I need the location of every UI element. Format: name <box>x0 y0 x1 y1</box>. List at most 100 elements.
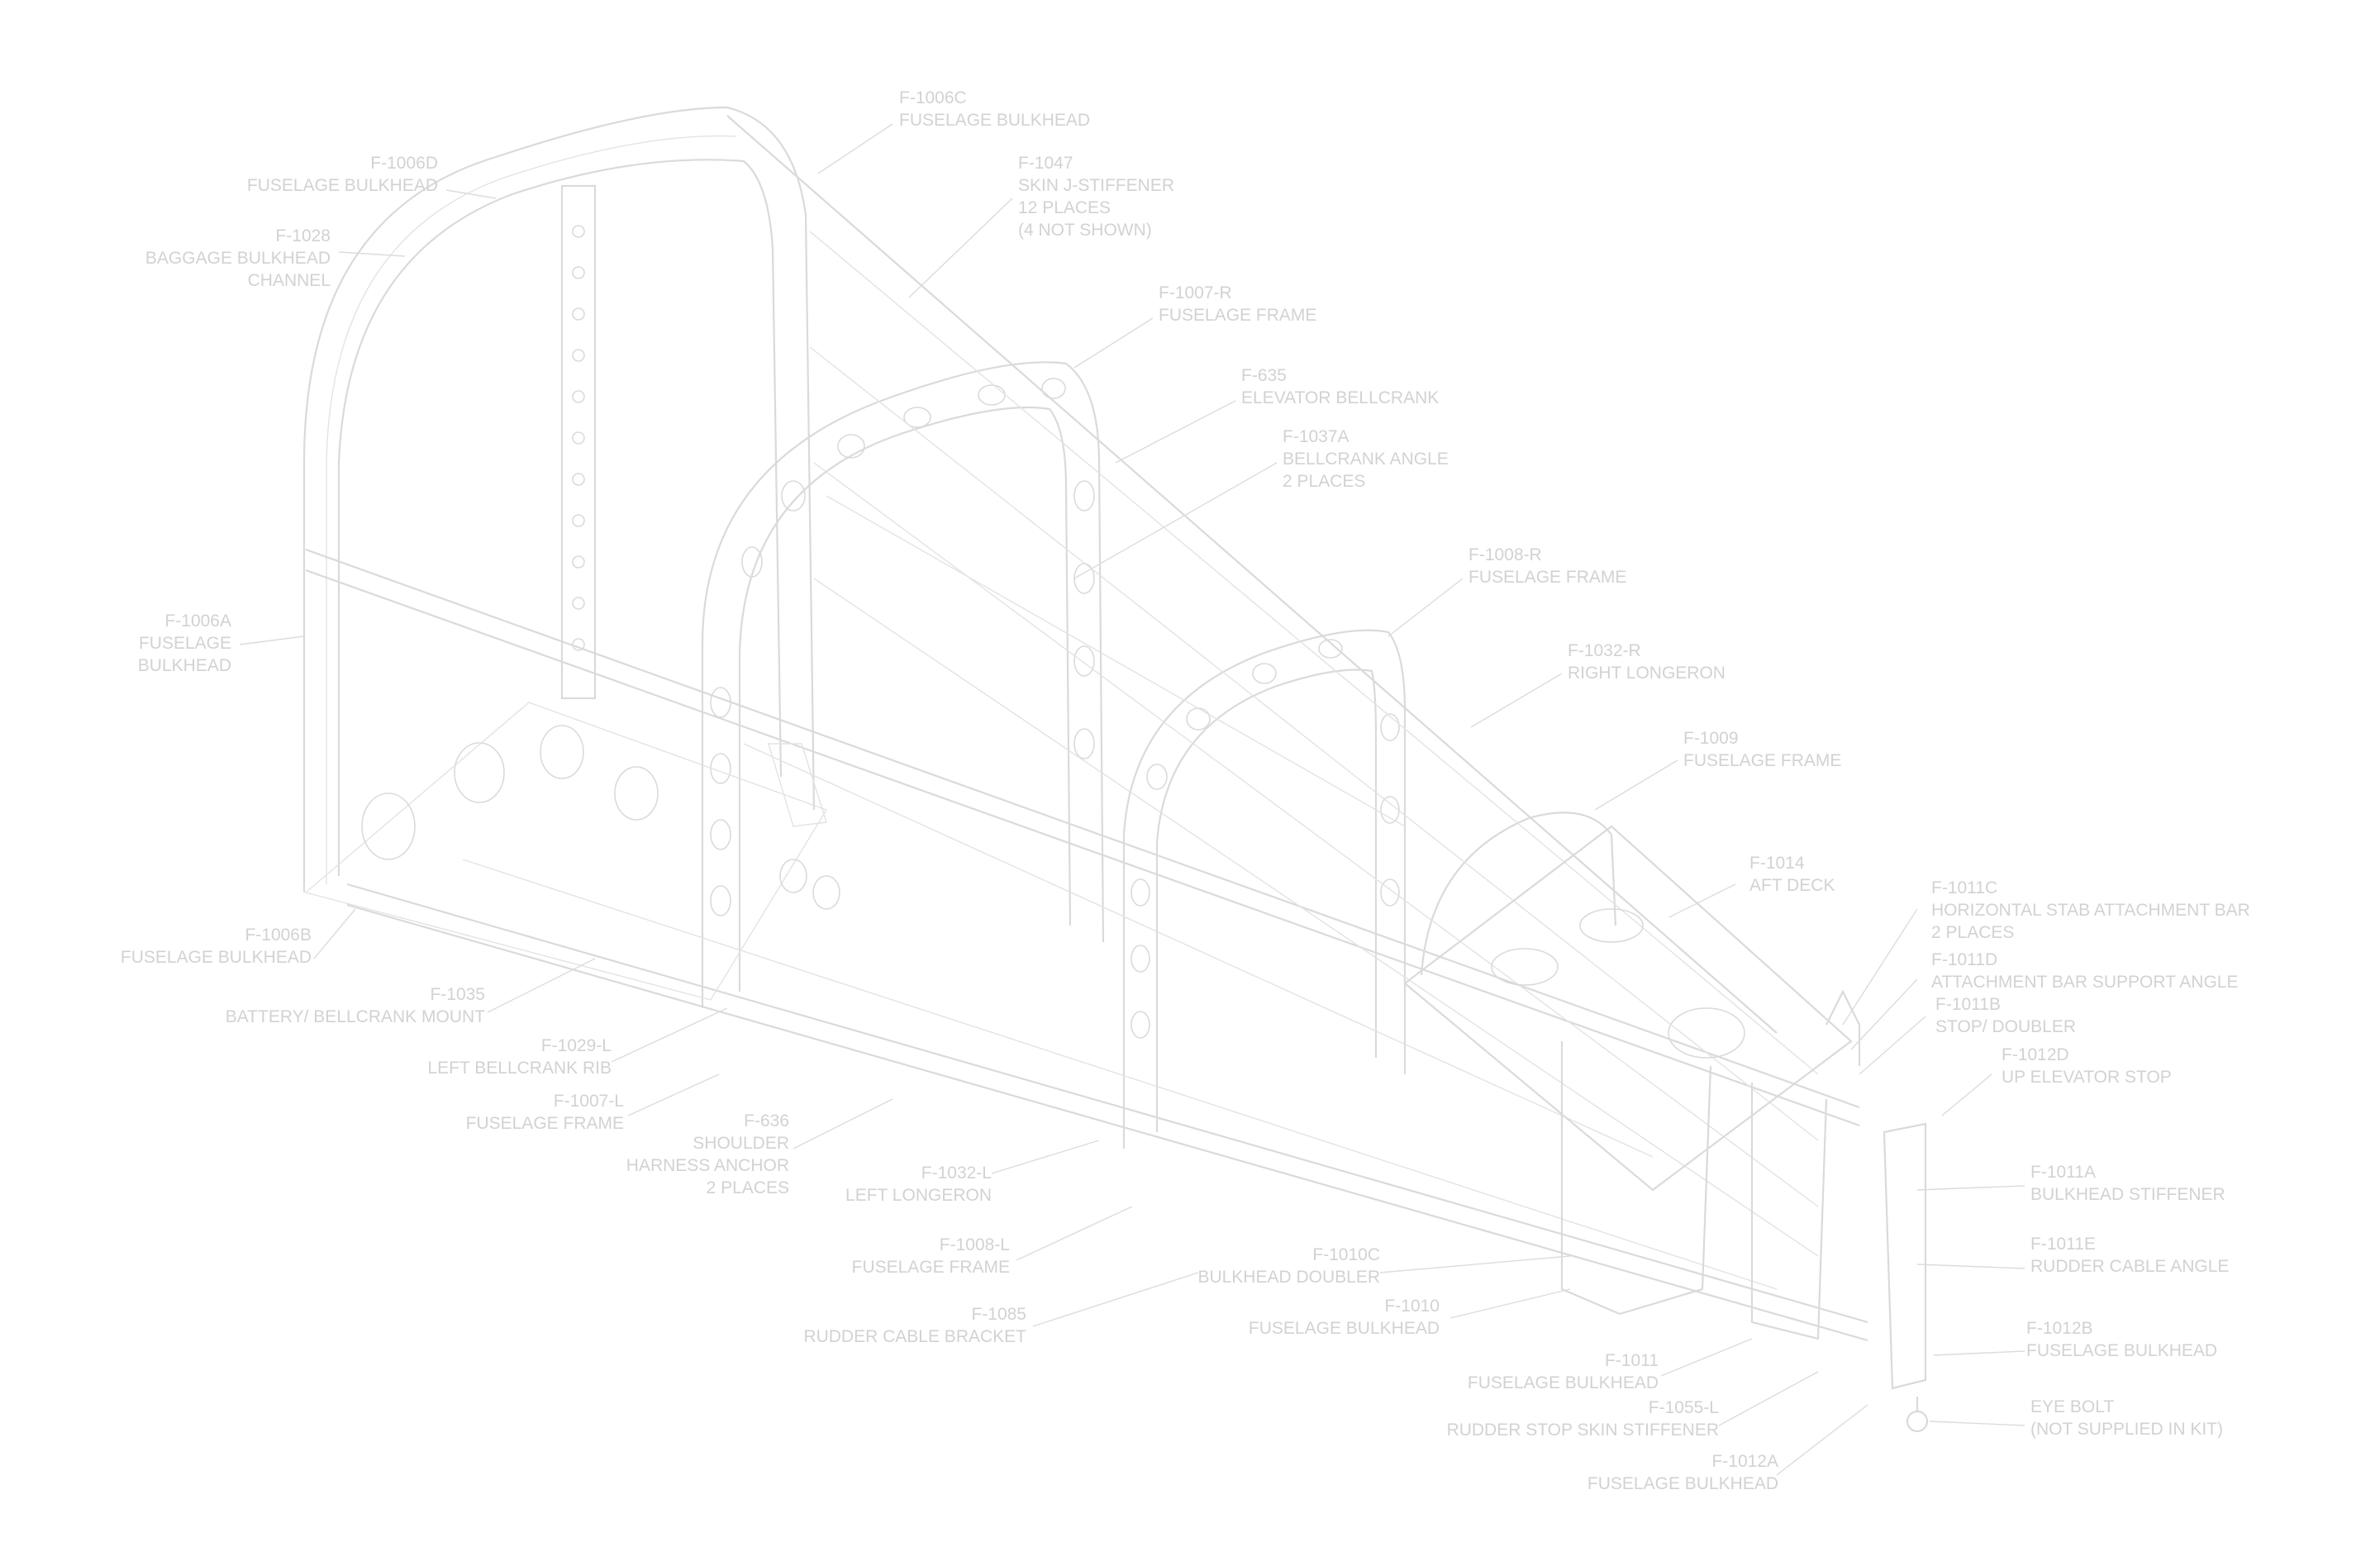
frame-f1008-lightening-holes <box>1130 639 1400 1039</box>
left-longeron-bottom <box>346 903 1868 1342</box>
callout-f1008l-line: FUSELAGE FRAME <box>852 1258 1010 1277</box>
callout-f1012d: F-1012D UP ELEVATOR STOP <box>2002 1045 2172 1087</box>
right-longeron-top <box>305 548 1860 1109</box>
callout-f1014-line: F-1014 <box>1749 854 1805 873</box>
callout-f1006c-line: FUSELAGE BULKHEAD <box>899 111 1090 130</box>
baggage-channel-holes <box>572 225 585 651</box>
callout-f1032r-line: RIGHT LONGERON <box>1568 664 1726 683</box>
callout-f1007l-line: FUSELAGE FRAME <box>466 1114 624 1133</box>
callout-f1011a-line: BULKHEAD STIFFENER <box>2030 1185 2225 1204</box>
floor-lightening-holes <box>361 725 840 910</box>
callout-f635-line: ELEVATOR BELLCRANK <box>1241 388 1439 407</box>
callout-f1037a-line: 2 PLACES <box>1283 472 1365 491</box>
callout-f1008l: F-1008-L FUSELAGE FRAME <box>852 1235 1010 1277</box>
frame-f1008-inner <box>1155 669 1378 1132</box>
skin-stiffener-7 <box>826 495 1406 827</box>
leader-lines <box>239 123 2025 1476</box>
eye-bolt <box>1906 1410 1929 1433</box>
aft-deck-holes <box>1491 908 1745 1059</box>
bulkhead-f1012 <box>1883 1122 1927 1390</box>
callout-f1007l-line: F-1007-L <box>554 1092 624 1111</box>
callout-f1032l-line: F-1032-L <box>921 1164 992 1183</box>
bulkhead-f1010 <box>1560 1041 1712 1316</box>
callout-f1055l: F-1055-L RUDDER STOP SKIN STIFFENER <box>1447 1398 1719 1440</box>
callout-f1010c-line: BULKHEAD DOUBLER <box>1197 1268 1380 1287</box>
callout-f1032l: F-1032-L LEFT LONGERON <box>845 1164 992 1205</box>
callout-eyebolt: EYE BOLT(NOT SUPPLIED IN KIT) <box>2030 1397 2223 1439</box>
callout-f1008r-line: F-1008-R <box>1468 545 1542 564</box>
callout-f1011c-line: 2 PLACES <box>1931 923 2014 942</box>
skin-stiffener-1 <box>809 231 1819 1075</box>
callout-f1011a-line: F-1011A <box>2030 1163 2096 1182</box>
callout-f1011b-line: F-1011B <box>1935 995 2001 1014</box>
callout-f1010c-line: F-1010C <box>1312 1245 1380 1264</box>
bulkhead-f1006-inner <box>337 159 783 876</box>
callout-f1009-line: FUSELAGE FRAME <box>1683 751 1841 770</box>
callout-f1029l-line: F-1029-L <box>541 1036 612 1055</box>
callout-f1011-line: FUSELAGE BULKHEAD <box>1468 1373 1659 1392</box>
frame-f1007-inner <box>738 406 1072 992</box>
callout-f1006a-line: FUSELAGE <box>139 634 231 653</box>
skin-stiffener-4 <box>813 578 1819 1257</box>
callout-f1010-line: FUSELAGE BULKHEAD <box>1249 1319 1440 1338</box>
callout-f1012a-line: FUSELAGE BULKHEAD <box>1587 1474 1778 1493</box>
fuselage-structure-drawing <box>302 106 1929 1433</box>
callout-f1035-line: F-1035 <box>430 985 485 1004</box>
top-stringer <box>726 115 1778 1034</box>
aft-deck <box>1403 825 1853 1192</box>
callout-f1055l-line: RUDDER STOP SKIN STIFFENER <box>1447 1421 1719 1440</box>
baggage-channel <box>560 184 597 700</box>
callout-f1012d-line: UP ELEVATOR STOP <box>2002 1068 2172 1087</box>
callout-f1011d-line: F-1011D <box>1931 950 1997 969</box>
callout-f1007l: F-1007-L FUSELAGE FRAME <box>466 1092 624 1133</box>
callout-f1011-line: F-1011 <box>1605 1351 1659 1370</box>
callout-f1047-line: (4 NOT SHOWN) <box>1018 221 1152 240</box>
frame-f1007-lightening-holes <box>710 378 1095 916</box>
callout-f1032l-line: LEFT LONGERON <box>845 1186 992 1205</box>
callout-f1032r: F-1032-R RIGHT LONGERON <box>1568 641 1726 683</box>
callout-f1006b-line: FUSELAGE BULKHEAD <box>121 948 312 967</box>
callout-f1011a: F-1011A BULKHEAD STIFFENER <box>2030 1163 2225 1204</box>
bellcrank-mount <box>768 743 827 827</box>
callout-f1014-line: AFT DECK <box>1749 876 1835 895</box>
callout-f1006d-line: F-1006D <box>370 154 438 173</box>
skin-stiffener-6 <box>743 743 1654 1158</box>
callout-f1006a-line: F-1006A <box>164 612 231 631</box>
bulkhead-f1006-flange <box>326 135 736 884</box>
callout-f1011b: F-1011B STOP/ DOUBLER <box>1935 995 2076 1036</box>
callout-f1011e-line: F-1011E <box>2030 1235 2096 1254</box>
callout-f1008l-line: F-1008-L <box>940 1235 1010 1254</box>
bulkhead-f1006-outer <box>302 106 816 892</box>
callout-f1032r-line: F-1032-R <box>1568 641 1641 660</box>
callout-f1055l-line: F-1055-L <box>1649 1398 1719 1417</box>
callout-f1011c-line: HORIZONTAL STAB ATTACHMENT BAR <box>1931 901 2250 920</box>
callout-f1012d-line: F-1012D <box>2002 1045 2069 1064</box>
callout-f1028-line: BAGGAGE BULKHEAD <box>145 249 331 268</box>
callout-f1012b-line: F-1012B <box>2026 1319 2093 1338</box>
callout-f1011b-line: STOP/ DOUBLER <box>1935 1017 2076 1036</box>
stab-attachment-bar <box>1825 989 1861 1066</box>
callout-f1047-line: 12 PLACES <box>1018 198 1111 217</box>
callout-f636-line: SHOULDER <box>693 1134 789 1153</box>
frame-f1009 <box>1420 811 1617 976</box>
callout-eyebolt-line: EYE BOLT <box>2030 1397 2114 1416</box>
